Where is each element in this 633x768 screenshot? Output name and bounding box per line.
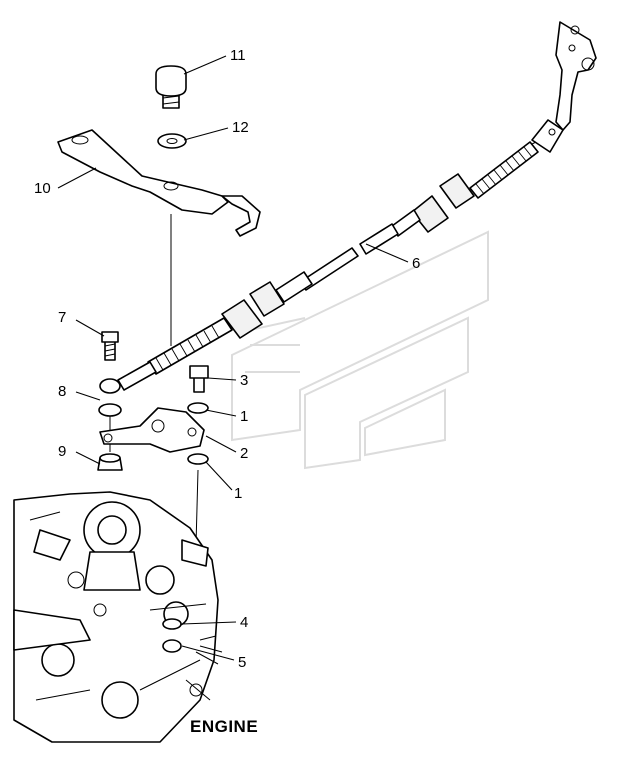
assembly-line-right — [195, 469, 199, 546]
cable-upper-thread — [469, 141, 539, 199]
cable-clevis — [519, 119, 564, 153]
bolt-part-3 — [189, 365, 209, 393]
ball-joint-part-8 — [98, 378, 122, 417]
washer-part-12 — [157, 133, 187, 149]
cable-upper-nuts — [359, 173, 475, 255]
bolt-part-11 — [155, 65, 187, 109]
engine-caption: ENGINE — [190, 717, 258, 736]
callout-1-lower: 1 — [234, 485, 242, 502]
callout-5: 5 — [238, 654, 246, 671]
watermark-logo — [231, 230, 489, 470]
plate-part-2 — [99, 407, 205, 453]
callout-7: 7 — [58, 309, 66, 326]
callout-3: 3 — [240, 372, 248, 389]
bracket-part-10 — [57, 129, 261, 237]
engine-illustration — [13, 491, 223, 743]
bolt-part-7 — [101, 331, 119, 361]
callout-12: 12 — [232, 119, 249, 136]
callout-10: 10 — [34, 180, 51, 197]
callout-11: 11 — [230, 47, 246, 64]
washer-part-1-upper — [187, 402, 209, 414]
callout-8: 8 — [58, 383, 66, 400]
washer-part-1-lower — [187, 453, 209, 465]
callout-1-upper: 1 — [240, 408, 248, 425]
cable-lower-thread — [117, 317, 233, 391]
throttle-arm — [555, 21, 597, 131]
leader-lines — [57, 55, 409, 661]
callout-9: 9 — [58, 443, 66, 460]
cable-lower-nuts — [221, 271, 313, 339]
callout-2: 2 — [240, 445, 248, 462]
nut-part-9 — [97, 453, 123, 471]
callout-6: 6 — [412, 255, 420, 272]
callout-4: 4 — [240, 614, 248, 631]
